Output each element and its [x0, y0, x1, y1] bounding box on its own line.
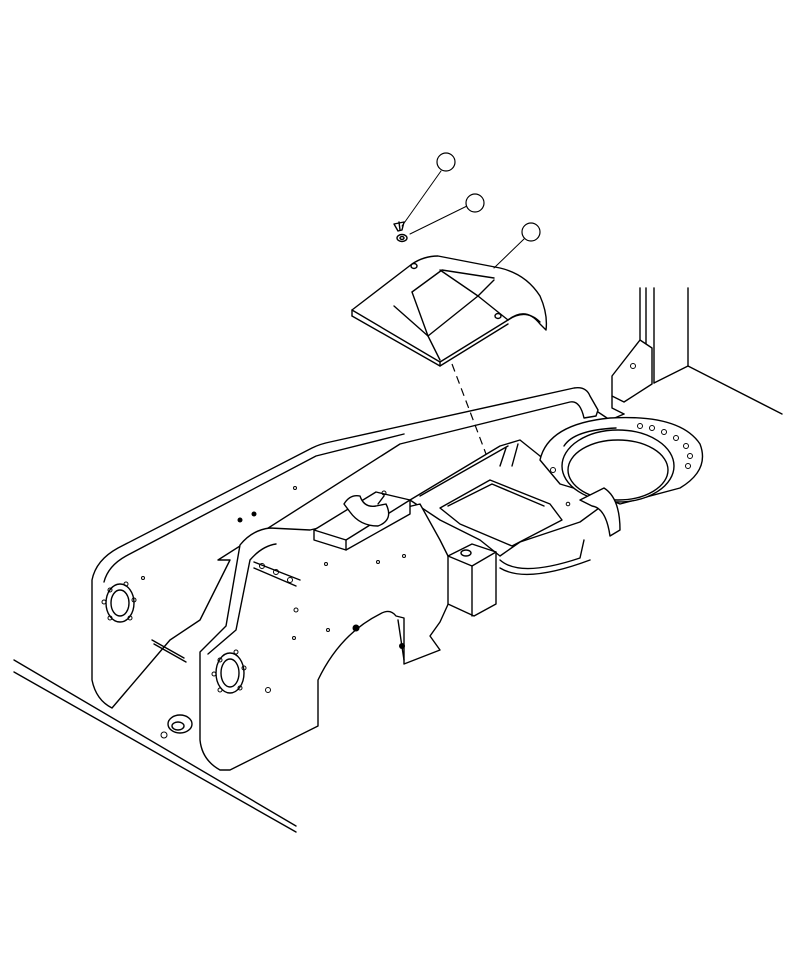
- wall-bracket: [597, 339, 653, 421]
- callout-2: [465, 193, 485, 213]
- front-side-plate: [199, 503, 457, 771]
- ring-plate: [539, 416, 704, 537]
- background-frame: [639, 287, 783, 415]
- saddle-block: [313, 490, 411, 551]
- bolt-and-washer: [393, 221, 408, 243]
- callout-3: [521, 222, 541, 242]
- base-plate-edge: [13, 659, 297, 833]
- center-channel: [409, 439, 611, 576]
- base-hole: [160, 714, 193, 739]
- rear-side-plate: [91, 386, 599, 709]
- callout-1: [436, 152, 456, 172]
- stub-block: [447, 543, 497, 617]
- callout-leaders: [401, 170, 525, 269]
- assembly-line: [451, 363, 487, 455]
- cover-plate: [351, 255, 548, 367]
